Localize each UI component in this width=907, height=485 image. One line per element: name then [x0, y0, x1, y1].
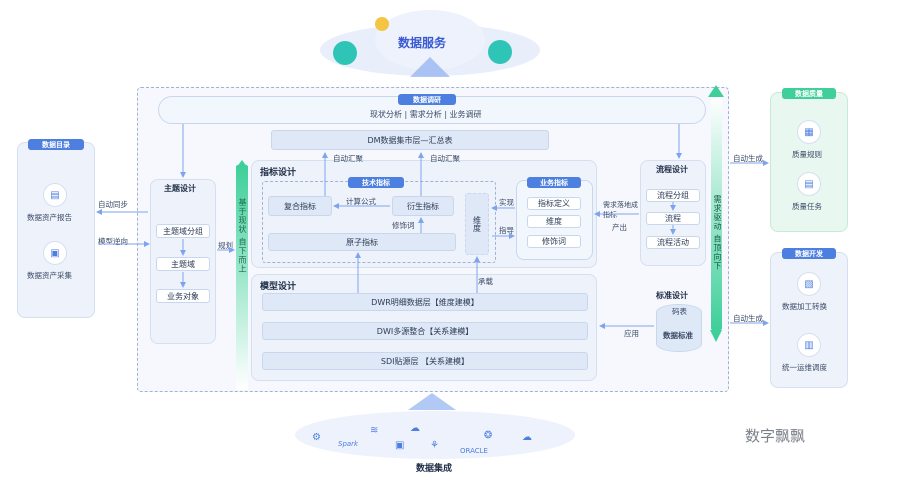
quality-rule-icon: ▦: [797, 120, 821, 144]
data-standard: 数据标准: [663, 331, 693, 340]
top-down-bar: [711, 96, 722, 330]
quality-panel: [770, 92, 848, 232]
research-items: 现状分析 | 需求分析 | 业务调研: [370, 110, 482, 119]
quality-item-2: 质量任务: [792, 202, 822, 211]
tech-tag: 技术指标: [348, 177, 404, 188]
guide-label: 指导: [499, 226, 514, 235]
standard-db: [656, 304, 702, 352]
plan-label: 规划: [218, 241, 233, 250]
service-screen-icon: [488, 40, 512, 64]
source-icon-4: ☁: [410, 423, 420, 434]
top-title: 数据服务: [398, 36, 447, 50]
watermark: 数字飘飘: [745, 427, 806, 445]
carry-label: 承载: [478, 277, 493, 286]
process-item-1: 流程分组: [646, 189, 700, 202]
indicator-title: 指标设计: [260, 168, 297, 178]
catalog-panel: [17, 142, 95, 318]
top-down-label: 需求驱动 自顶向下: [713, 195, 722, 271]
left-arrows: [96, 209, 150, 247]
output-label: 产出: [612, 223, 627, 232]
quality-task-icon: ▤: [797, 172, 821, 196]
catalog-tag: 数据目录: [28, 139, 84, 150]
standard-title: 标准设计: [656, 291, 688, 300]
subject-item-2: 主题域: [156, 257, 210, 271]
report-icon: ▤: [43, 183, 67, 207]
subject-item-1: 主题域分组: [156, 224, 210, 238]
dev-item-1: 数据加工转换: [782, 302, 827, 311]
dev-item-2: 统一运维调度: [782, 363, 827, 372]
implement-label: 实现: [499, 198, 514, 207]
sdi-layer: SDI贴源层 【关系建模】: [262, 352, 588, 370]
auto-gen-1: 自动生成: [733, 154, 763, 163]
auto-merge-1: 自动汇聚: [333, 154, 363, 163]
business-tag: 业务指标: [527, 177, 581, 188]
arrow-auto-sync: 自动同步: [98, 200, 128, 209]
business-item-2: 维度: [527, 215, 581, 228]
derived-indicator: 衍生指标: [392, 196, 454, 216]
modifier-label: 修饰词: [392, 221, 415, 230]
auto-gen-2: 自动生成: [733, 314, 763, 323]
calc-formula: 计算公式: [346, 197, 376, 206]
quality-item-1: 质量规则: [792, 150, 822, 159]
dev-tag: 数据开发: [782, 248, 836, 259]
subject-title: 主题设计: [164, 184, 196, 193]
apply-label: 应用: [624, 329, 639, 338]
arrow-model-reverse: 模型逆向: [98, 237, 128, 246]
subject-item-3: 业务对象: [156, 289, 210, 303]
bottom-up-label: 基于现状 自下而上: [238, 198, 247, 274]
bottom-title: 数据集成: [416, 464, 453, 474]
process-item-3: 流程活动: [646, 236, 700, 249]
service-signal-icon: [375, 17, 389, 31]
code-table: 码表: [672, 307, 687, 316]
collect-icon: ▣: [43, 241, 67, 265]
service-doc-icon: [333, 41, 357, 65]
oracle-logo: ORACLE: [460, 447, 488, 455]
top-cloud: [320, 10, 540, 77]
atomic-indicator: 原子指标: [268, 233, 456, 251]
dimension-box: 维度: [465, 193, 489, 255]
dm-box: DM数据集市层—汇总表: [271, 130, 549, 150]
dwi-layer: DWI多源整合【关系建模】: [262, 322, 588, 340]
source-icon-6: ❂: [484, 430, 493, 441]
source-icon-5: ⚘: [430, 440, 439, 451]
catalog-item-2: 数据资产采集: [27, 271, 72, 280]
source-icon-1: ⚙: [312, 432, 321, 443]
composite-indicator: 复合指标: [268, 196, 332, 216]
req-label: 需求落地成指标: [603, 201, 638, 219]
integration-cloud: [295, 411, 575, 459]
source-icon-7: ☁: [522, 432, 532, 443]
schedule-icon: ▥: [797, 333, 821, 357]
business-item-3: 修饰词: [527, 235, 581, 248]
research-tag: 数据调研: [398, 94, 456, 105]
spark-logo: Spark: [338, 440, 359, 448]
quality-tag: 数据质量: [782, 88, 836, 99]
source-icon-3: ▣: [395, 440, 405, 451]
process-item-2: 流程: [646, 212, 700, 225]
process-title: 流程设计: [656, 165, 688, 174]
business-item-1: 指标定义: [527, 197, 581, 210]
transform-icon: ▧: [797, 272, 821, 296]
bottom-up-bar: [236, 165, 248, 390]
source-icon-2: ≋: [370, 425, 379, 436]
model-title: 模型设计: [260, 282, 297, 292]
catalog-item-1: 数据资产报告: [27, 213, 72, 222]
auto-merge-2: 自动汇聚: [430, 154, 460, 163]
dwr-layer: DWR明细数据层【维度建模】: [262, 293, 588, 311]
